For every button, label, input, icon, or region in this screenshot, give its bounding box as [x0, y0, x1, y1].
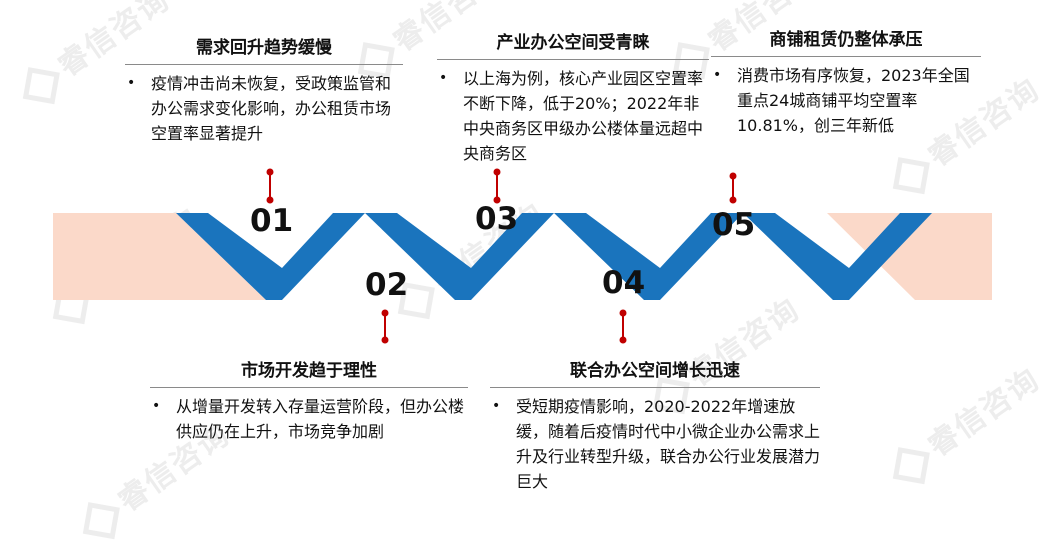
marker-04 [619, 309, 627, 344]
bullet-icon: • [152, 398, 161, 414]
bullet-icon: • [439, 70, 448, 86]
list-item: • 受短期疫情影响，2020-2022年增速放缓，随着后疫情时代中小微企业办公需求… [490, 394, 820, 494]
step-list: • 疫情冲击尚未恢复，受政策监管和办公需求变化影响，办公租赁市场空置率显著提升 [125, 71, 403, 146]
step-block-02: 市场开发趋于理性 • 从增量开发转入存量运营阶段，但办公楼供应仍在上升，市场竞争加… [150, 356, 468, 444]
marker-02 [381, 309, 389, 344]
step-list: • 以上海为例，核心产业园区空置率不断下降，低于20%；2022年非中央商务区甲级… [437, 66, 709, 166]
marker-05 [729, 172, 737, 204]
step-list: • 消费市场有序恢复，2023年全国重点24城商铺平均空置率10.81%，创三年新… [711, 63, 981, 138]
step-text: 受短期疫情影响，2020-2022年增速放缓，随着后疫情时代中小微企业办公需求上… [516, 397, 821, 491]
list-item: • 疫情冲击尚未恢复，受政策监管和办公需求变化影响，办公租赁市场空置率显著提升 [125, 71, 403, 146]
band-right [827, 213, 992, 300]
step-number-05: 05 [712, 207, 756, 243]
step-number-01: 01 [250, 203, 294, 239]
step-title: 市场开发趋于理性 [150, 356, 468, 388]
marker-01 [266, 168, 274, 204]
step-text: 消费市场有序恢复，2023年全国重点24城商铺平均空置率10.81%，创三年新低 [737, 66, 970, 135]
list-item: • 从增量开发转入存量运营阶段，但办公楼供应仍在上升，市场竞争加剧 [150, 394, 468, 444]
step-text: 以上海为例，核心产业园区空置率不断下降，低于20%；2022年非中央商务区甲级办… [463, 69, 704, 163]
bullet-icon: • [713, 67, 722, 83]
marker-03 [493, 168, 501, 204]
step-number-02: 02 [365, 267, 409, 303]
step-list: • 从增量开发转入存量运营阶段，但办公楼供应仍在上升，市场竞争加剧 [150, 394, 468, 444]
zigzag-graphic [53, 168, 992, 344]
step-title: 产业办公空间受青睐 [437, 28, 709, 60]
step-title: 联合办公空间增长迅速 [490, 356, 820, 388]
bullet-icon: • [492, 398, 501, 414]
step-title: 需求回升趋势缓慢 [125, 33, 403, 65]
step-number-03: 03 [475, 201, 519, 237]
step-block-04: 联合办公空间增长迅速 • 受短期疫情影响，2020-2022年增速放缓，随着后疫情… [490, 356, 820, 494]
list-item: • 消费市场有序恢复，2023年全国重点24城商铺平均空置率10.81%，创三年新… [711, 63, 981, 138]
watermark-logo-icon [82, 501, 120, 539]
list-item: • 以上海为例，核心产业园区空置率不断下降，低于20%；2022年非中央商务区甲级… [437, 66, 709, 166]
step-title: 商铺租赁仍整体承压 [711, 25, 981, 57]
step-block-03: 产业办公空间受青睐 • 以上海为例，核心产业园区空置率不断下降，低于20%；202… [437, 28, 709, 166]
chevron-3 [554, 213, 743, 300]
chevron-4 [743, 213, 932, 300]
bullet-icon: • [127, 75, 136, 91]
step-list: • 受短期疫情影响，2020-2022年增速放缓，随着后疫情时代中小微企业办公需求… [490, 394, 820, 494]
step-block-01: 需求回升趋势缓慢 • 疫情冲击尚未恢复，受政策监管和办公需求变化影响，办公租赁市场… [125, 33, 403, 146]
step-text: 从增量开发转入存量运营阶段，但办公楼供应仍在上升，市场竞争加剧 [176, 397, 465, 441]
band-left [53, 213, 266, 300]
chevron-2 [365, 213, 554, 300]
chevron-1 [176, 213, 365, 300]
step-text: 疫情冲击尚未恢复，受政策监管和办公需求变化影响，办公租赁市场空置率显著提升 [151, 74, 392, 143]
step-number-04: 04 [602, 265, 646, 301]
step-block-05: 商铺租赁仍整体承压 • 消费市场有序恢复，2023年全国重点24城商铺平均空置率1… [711, 25, 981, 138]
timeline-diagram: 睿信咨询 睿信咨询 睿信咨询 睿信咨询 睿信咨询 睿信咨询 睿信咨询 睿信咨询 … [22, 0, 1040, 539]
